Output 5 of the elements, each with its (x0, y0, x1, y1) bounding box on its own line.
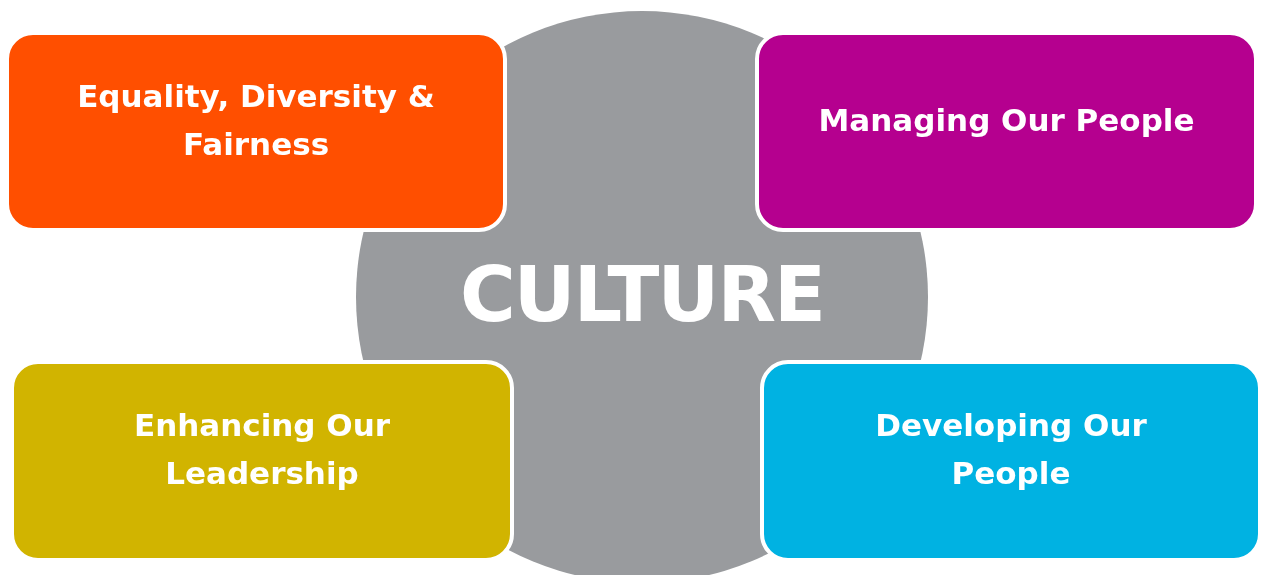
circle-title: CULTURE (460, 257, 824, 333)
box-label: Managing Our People (818, 100, 1195, 140)
box-label: Equality, Diversity & Fairness (76, 76, 436, 164)
box-label: Developing Our People (874, 406, 1148, 493)
box-label: Enhancing Our Leadership (132, 406, 392, 493)
